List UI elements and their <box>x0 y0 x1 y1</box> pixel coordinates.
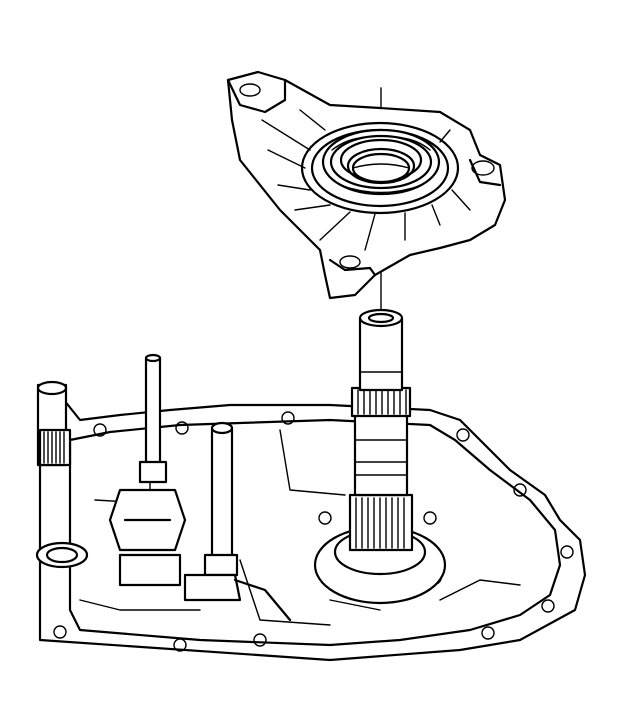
countershaft-gear <box>35 380 89 569</box>
mainshaft <box>313 308 447 605</box>
flange-bolt-holes <box>53 411 574 652</box>
transmission-case <box>38 383 587 662</box>
bearing <box>321 128 441 196</box>
shift-rail-right <box>183 421 292 622</box>
upper-splines <box>357 389 407 415</box>
lower-splines <box>355 497 405 549</box>
gear-teeth <box>43 431 65 464</box>
shift-rail-left <box>108 353 187 587</box>
plate-ribs <box>261 109 471 251</box>
